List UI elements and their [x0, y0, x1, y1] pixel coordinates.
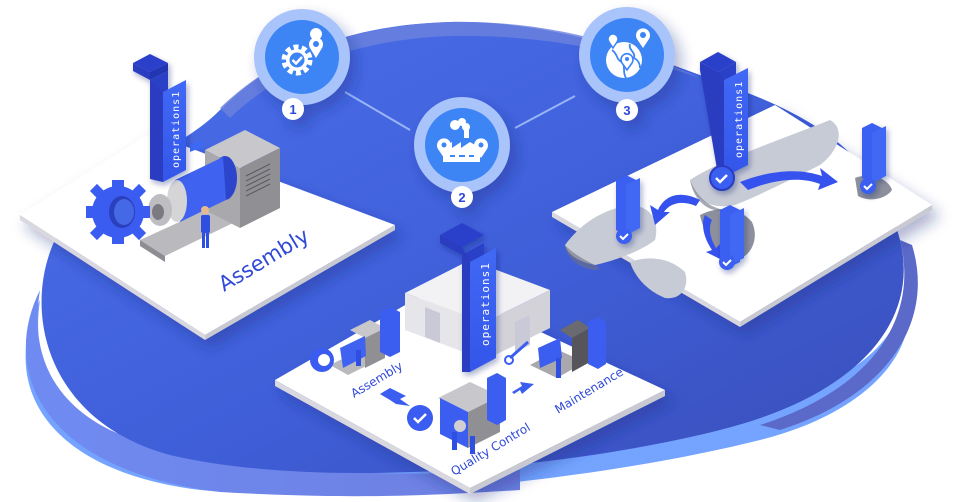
distribution-arrows: [650, 168, 838, 260]
operations1-tower-map-small-1: [616, 175, 640, 244]
step-number-2: 2: [458, 190, 465, 205]
station-maintenance: [504, 317, 606, 378]
gear-icon: [86, 180, 150, 244]
station-assembly: [310, 307, 400, 375]
tower-brand-text: operations1: [171, 91, 182, 168]
operations1-tower-1: operations1: [133, 54, 186, 182]
connector-lines: [344, 91, 576, 131]
tower-brand-text: operations1: [734, 81, 745, 158]
step-badge-1[interactable]: 1: [254, 9, 350, 120]
step-number-1: 1: [289, 102, 296, 117]
operations1-tower-3: operations1: [700, 52, 748, 191]
check-badge-icon: [709, 165, 735, 191]
operations1-tower-2: operations1: [440, 223, 496, 372]
tower-brand-text: operations1: [479, 262, 492, 346]
worker-figure: [190, 140, 210, 248]
step-number-3: 3: [623, 103, 630, 118]
flow-arrow-1: [380, 388, 410, 406]
operations1-tower-map-small-2: [719, 205, 744, 270]
operations1-tower-map-small-3: [860, 123, 886, 194]
step-badge-2[interactable]: 2: [414, 97, 510, 208]
globe-location-icon: [606, 28, 651, 79]
flow-arrow-2: [512, 382, 534, 394]
step-badge-3[interactable]: 3: [579, 7, 675, 121]
wrench-icon: [504, 340, 529, 365]
assembly-machine: [86, 130, 280, 262]
station-quality-control: [407, 373, 506, 454]
gear-check-location-icon: [281, 28, 324, 76]
factory-location-icon: [437, 118, 488, 162]
